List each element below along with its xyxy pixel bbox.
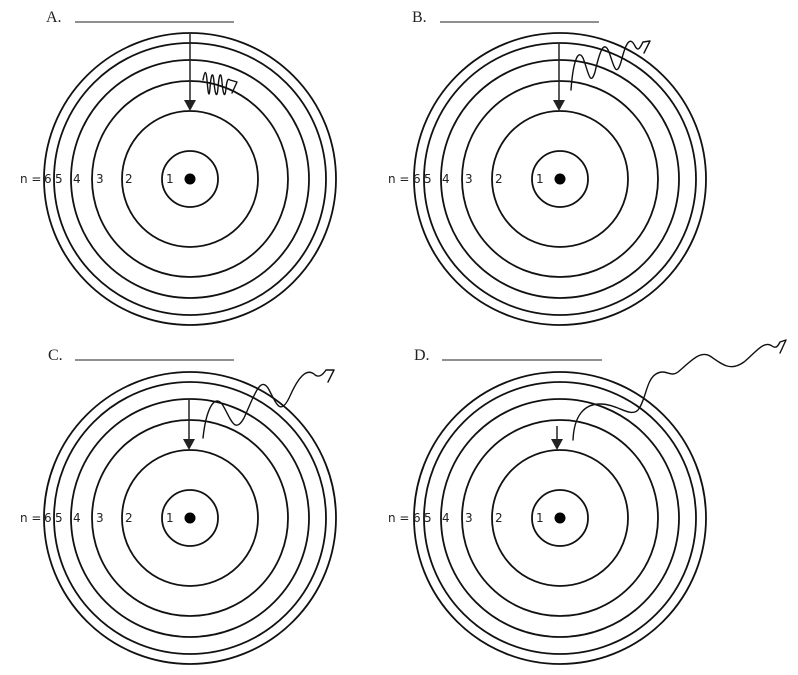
- level-label-n2: 2: [125, 511, 133, 525]
- transition-arrow: [553, 44, 565, 111]
- level-label-n5: 5: [55, 172, 63, 186]
- emitted-photon-wave: [202, 369, 335, 439]
- level-label-n6: 6: [413, 511, 421, 525]
- orbit-n5: [423, 381, 697, 655]
- nucleus: [554, 512, 566, 524]
- orbit-n3: [461, 419, 659, 617]
- orbit-n3: [461, 80, 659, 278]
- orbit-n6: [43, 32, 337, 326]
- level-label-n6: 6: [44, 511, 52, 525]
- panel-d: D. n = 6 5 4 3 2 1: [388, 339, 787, 665]
- transition-arrow: [184, 34, 196, 111]
- panel-letter: D.: [414, 347, 430, 364]
- level-label-n5: 5: [424, 511, 432, 525]
- level-label-n5: 5: [424, 172, 432, 186]
- transition-arrow: [183, 400, 195, 450]
- level-prefix-label: n =: [388, 511, 409, 525]
- level-label-n4: 4: [442, 172, 450, 186]
- level-label-n4: 4: [73, 172, 81, 186]
- level-label-n2: 2: [495, 511, 503, 525]
- panel-letter: C.: [48, 347, 63, 364]
- transition-arrow: [551, 426, 563, 450]
- orbit-n4: [440, 59, 680, 299]
- level-label-n3: 3: [96, 172, 104, 186]
- panel-letter: A.: [46, 9, 62, 26]
- level-prefix-label: n =: [20, 511, 41, 525]
- orbit-n6: [413, 32, 707, 326]
- orbit-n5: [423, 42, 697, 316]
- level-prefix-label: n =: [388, 172, 409, 186]
- orbit-n1: [161, 489, 219, 547]
- level-label-n3: 3: [465, 511, 473, 525]
- level-labels: n = 6 5 4 3 2 1: [20, 172, 174, 186]
- emitted-photon-wave: [570, 40, 651, 91]
- orbit-n4: [70, 398, 310, 638]
- panel-c: C. n = 6 5 4 3 2 1: [20, 347, 337, 665]
- level-label-n2: 2: [125, 172, 133, 186]
- panel-a: A. n = 6 5 4 3 2 1: [20, 9, 337, 326]
- level-label-n1: 1: [536, 511, 544, 525]
- orbit-n2: [121, 449, 259, 587]
- level-label-n5: 5: [55, 511, 63, 525]
- level-label-n4: 4: [73, 511, 81, 525]
- level-labels: n = 6 5 4 3 2 1: [388, 511, 544, 525]
- panel-letter: B.: [412, 9, 427, 26]
- panel-b: B. n = 6 5 4 3 2 1: [388, 9, 707, 326]
- level-label-n3: 3: [96, 511, 104, 525]
- level-labels: n = 6 5 4 3 2 1: [388, 172, 544, 186]
- orbit-n1: [161, 150, 219, 208]
- level-prefix-label: n =: [20, 172, 41, 186]
- level-label-n1: 1: [166, 172, 174, 186]
- emitted-photon-wave: [202, 71, 238, 96]
- level-labels: n = 6 5 4 3 2 1: [20, 511, 174, 525]
- orbit-n2: [491, 110, 629, 248]
- level-label-n6: 6: [44, 172, 52, 186]
- level-label-n6: 6: [413, 172, 421, 186]
- orbit-n6: [413, 371, 707, 665]
- orbit-n4: [440, 398, 680, 638]
- nucleus: [184, 512, 196, 524]
- orbit-n5: [53, 381, 327, 655]
- emitted-photon-wave: [572, 339, 787, 441]
- orbit-n1: [531, 150, 589, 208]
- level-label-n2: 2: [495, 172, 503, 186]
- level-label-n4: 4: [442, 511, 450, 525]
- level-label-n3: 3: [465, 172, 473, 186]
- orbit-n2: [491, 449, 629, 587]
- orbit-n3: [91, 419, 289, 617]
- orbit-n1: [531, 489, 589, 547]
- level-label-n1: 1: [166, 511, 174, 525]
- nucleus: [184, 173, 196, 185]
- nucleus: [554, 173, 566, 185]
- orbit-n6: [43, 371, 337, 665]
- level-label-n1: 1: [536, 172, 544, 186]
